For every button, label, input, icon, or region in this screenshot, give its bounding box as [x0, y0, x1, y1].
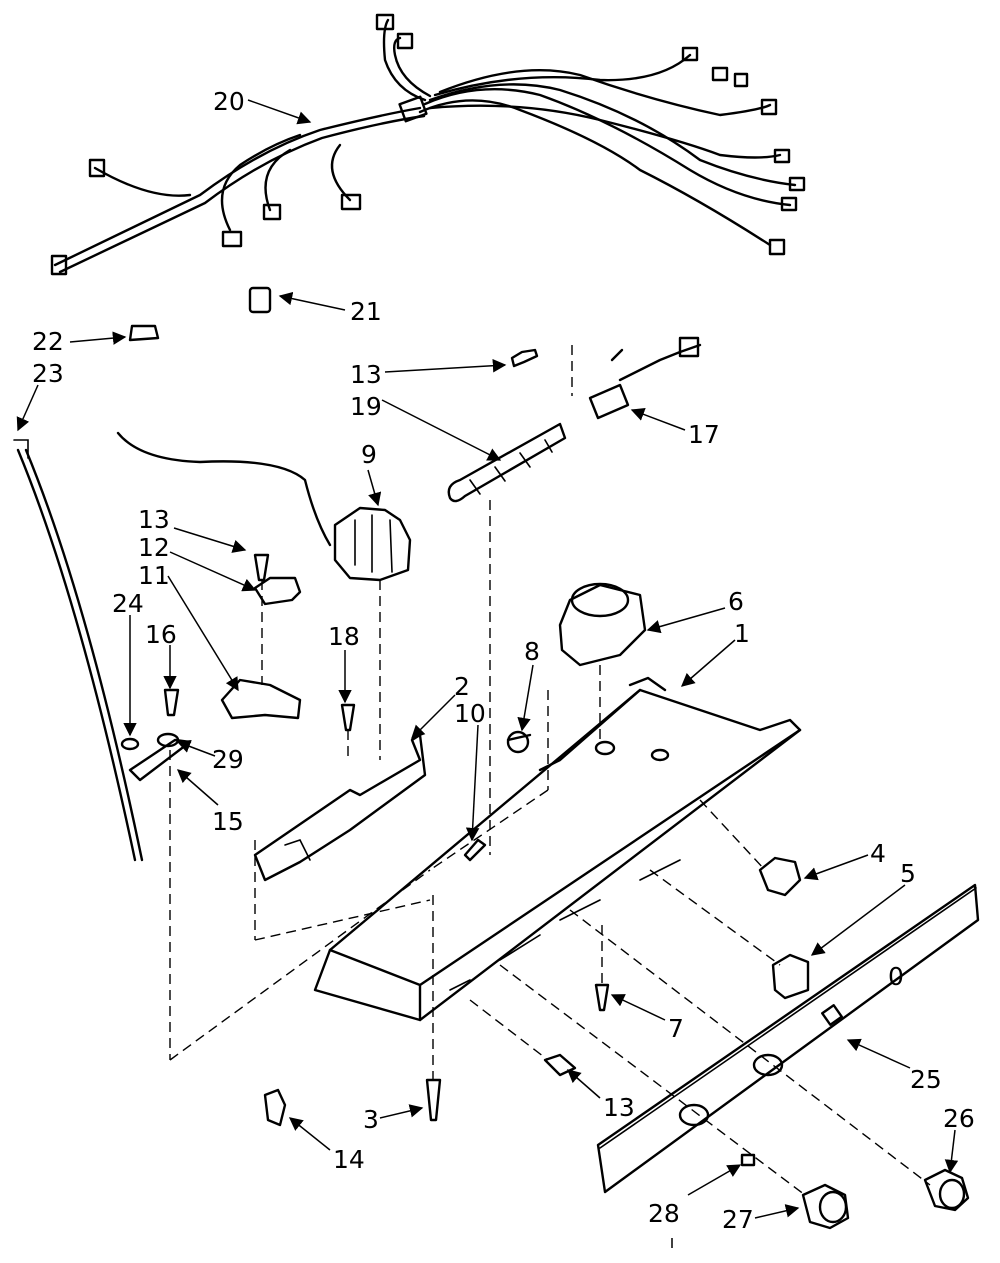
callout-4: 4: [870, 839, 886, 868]
callout-11: 11: [138, 561, 170, 590]
callout-2: 2: [454, 672, 470, 701]
callout-29: 29: [212, 745, 244, 774]
callout-21: 21: [350, 297, 382, 326]
part-3-screw: [425, 1078, 442, 1122]
callout-27: 27: [722, 1205, 754, 1234]
part-18-screw: [340, 703, 356, 732]
callout-13-left: 13: [138, 505, 170, 534]
callout-12: 12: [138, 533, 170, 562]
part-9-thermostat: [116, 431, 412, 582]
part-10-screw: [463, 838, 487, 862]
part-5-switch: [771, 953, 810, 1000]
callout-7: 7: [668, 1014, 684, 1043]
callout-28: 28: [648, 1199, 680, 1228]
callout-5: 5: [900, 859, 916, 888]
callout-26: 26: [943, 1104, 975, 1133]
part-23-rod: [13, 439, 144, 862]
part-24-nut: [120, 737, 140, 751]
callout-23: 23: [32, 359, 64, 388]
callout-15: 15: [212, 807, 244, 836]
callout-16: 16: [145, 620, 177, 649]
part-27-knob: [801, 1183, 850, 1230]
callout-13-bottom: 13: [603, 1093, 635, 1122]
callout-8: 8: [524, 637, 540, 666]
callout-3: 3: [363, 1105, 379, 1134]
callout-10: 10: [454, 699, 486, 728]
part-8-button: [506, 730, 532, 754]
part-16-screw: [163, 688, 180, 717]
part-13-screw-left: [253, 553, 270, 582]
part-22-clip: [128, 324, 160, 342]
part-14-clip: [263, 1088, 287, 1127]
part-6-timer: [558, 582, 647, 667]
part-17-connector: [588, 336, 702, 420]
callout-19: 19: [350, 392, 382, 421]
part-7-screw: [594, 983, 610, 1012]
part-12-bracket: [253, 576, 302, 606]
callout-17: 17: [688, 420, 720, 449]
leader-arrows: [16, 99, 959, 1248]
callout-22: 22: [32, 327, 64, 356]
callout-1: 1: [734, 619, 750, 648]
callout-18: 18: [328, 622, 360, 651]
callout-0: 0: [888, 962, 904, 991]
part-25-control-panel: [596, 883, 980, 1194]
callout-24: 24: [112, 589, 144, 618]
callout-9: 9: [361, 440, 377, 469]
part-13-screw-bottom: [543, 1053, 577, 1077]
callout-6: 6: [728, 587, 744, 616]
part-1-control-housing: [313, 676, 802, 1022]
callout-14: 14: [333, 1145, 365, 1174]
part-4-switch: [758, 856, 802, 897]
part-13-screw-top: [510, 348, 539, 368]
part-2-bracket: [253, 733, 427, 882]
part-19-heater: [447, 422, 567, 503]
callout-numbers: 20 21 22 23 13 19 17 9 13 12 11 24 16 18…: [32, 87, 975, 1234]
part-28-clip: [740, 1153, 756, 1167]
callout-20: 20: [213, 87, 245, 116]
part-11-damper: [220, 678, 302, 720]
assembly-lines: [169, 345, 931, 1196]
callout-25: 25: [910, 1065, 942, 1094]
part-26-knob: [923, 1168, 970, 1212]
callout-13-top: 13: [350, 360, 382, 389]
wire-harness: [50, 13, 806, 276]
part-21-clip: [248, 286, 272, 314]
